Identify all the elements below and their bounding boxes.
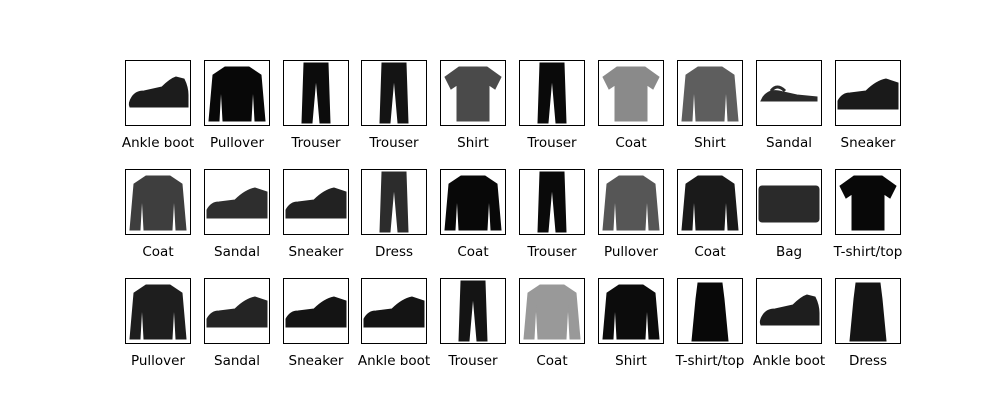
sample-label: Shirt bbox=[694, 135, 726, 151]
trouser-icon bbox=[379, 171, 409, 233]
boot-icon bbox=[128, 76, 189, 108]
sample-image bbox=[440, 169, 506, 235]
sample-image bbox=[204, 278, 270, 344]
sample-image bbox=[204, 60, 270, 126]
sample-label: Ankle boot bbox=[121, 135, 195, 151]
bag-icon bbox=[758, 185, 820, 223]
sample-label: Shirt bbox=[457, 135, 489, 151]
pullover-icon bbox=[129, 175, 187, 231]
sample-label: Bag bbox=[775, 244, 803, 260]
sample-image bbox=[756, 169, 822, 235]
sample-image bbox=[125, 169, 191, 235]
sample-image bbox=[519, 169, 585, 235]
sample-label: Ankle boot bbox=[752, 353, 826, 369]
dress-icon bbox=[849, 282, 887, 342]
sneaker-icon bbox=[206, 187, 268, 219]
sample-image bbox=[835, 169, 901, 235]
pullover-icon bbox=[208, 66, 266, 122]
sample-label: T-shirt/top bbox=[675, 353, 745, 369]
sample-image bbox=[361, 278, 427, 344]
sneaker-icon bbox=[206, 296, 268, 328]
sample-image bbox=[361, 169, 427, 235]
sample-label: Sneaker bbox=[288, 353, 344, 369]
sample-image bbox=[598, 278, 664, 344]
sample-image bbox=[598, 169, 664, 235]
sample-label: Sandal bbox=[214, 353, 260, 369]
sample-label: Trouser bbox=[448, 353, 498, 369]
tshirt-icon bbox=[839, 175, 897, 231]
sample-label: Sneaker bbox=[288, 244, 344, 260]
sample-label: Pullover bbox=[209, 135, 265, 151]
sample-image bbox=[835, 60, 901, 126]
sneaker-icon bbox=[285, 187, 347, 219]
trouser-icon bbox=[537, 171, 567, 233]
sample-label: Pullover bbox=[603, 244, 659, 260]
pullover-icon bbox=[444, 175, 502, 231]
sample-image bbox=[204, 169, 270, 235]
sample-label: Sneaker bbox=[840, 135, 896, 151]
sample-image bbox=[598, 60, 664, 126]
trouser-icon bbox=[458, 280, 488, 342]
pullover-icon bbox=[602, 175, 660, 231]
sample-image bbox=[283, 60, 349, 126]
sample-image bbox=[519, 278, 585, 344]
sample-label: Trouser bbox=[527, 244, 577, 260]
sneaker-icon bbox=[837, 78, 899, 110]
sample-label: T-shirt/top bbox=[833, 244, 903, 260]
shirt-icon bbox=[444, 66, 502, 122]
sample-label: Trouser bbox=[369, 135, 419, 151]
sample-image bbox=[677, 278, 743, 344]
trouser-icon bbox=[301, 62, 331, 124]
sample-label: Coat bbox=[142, 244, 174, 260]
pullover-icon bbox=[602, 284, 660, 340]
pullover-icon bbox=[129, 284, 187, 340]
sample-label: Sandal bbox=[214, 244, 260, 260]
sample-label: Shirt bbox=[615, 353, 647, 369]
sneaker-icon bbox=[363, 296, 425, 328]
sample-label: Dress bbox=[374, 244, 414, 260]
boot-icon bbox=[759, 294, 820, 326]
sandal-icon bbox=[760, 85, 818, 102]
sample-image bbox=[125, 278, 191, 344]
sample-label: Sandal bbox=[766, 135, 812, 151]
sample-label: Trouser bbox=[291, 135, 341, 151]
sample-label: Trouser bbox=[527, 135, 577, 151]
sample-label: Coat bbox=[457, 244, 489, 260]
dress-icon bbox=[691, 282, 729, 342]
sample-image bbox=[283, 169, 349, 235]
pullover-icon bbox=[681, 66, 739, 122]
sample-label: Coat bbox=[615, 135, 647, 151]
tshirt-icon bbox=[602, 66, 660, 122]
sample-image bbox=[835, 278, 901, 344]
trouser-icon bbox=[379, 62, 409, 124]
sample-image bbox=[519, 60, 585, 126]
sample-label: Ankle boot bbox=[357, 353, 431, 369]
sample-image bbox=[361, 60, 427, 126]
pullover-icon bbox=[523, 284, 581, 340]
sample-image bbox=[677, 60, 743, 126]
sample-image bbox=[756, 60, 822, 126]
sample-label: Coat bbox=[694, 244, 726, 260]
sample-image bbox=[677, 169, 743, 235]
sample-image bbox=[756, 278, 822, 344]
sneaker-icon bbox=[285, 296, 347, 328]
trouser-icon bbox=[537, 62, 567, 124]
pullover-icon bbox=[681, 175, 739, 231]
sample-label: Pullover bbox=[130, 353, 186, 369]
sample-image bbox=[440, 60, 506, 126]
sample-image bbox=[283, 278, 349, 344]
sample-label: Dress bbox=[848, 353, 888, 369]
sample-label: Coat bbox=[536, 353, 568, 369]
sample-image bbox=[125, 60, 191, 126]
sample-image bbox=[440, 278, 506, 344]
